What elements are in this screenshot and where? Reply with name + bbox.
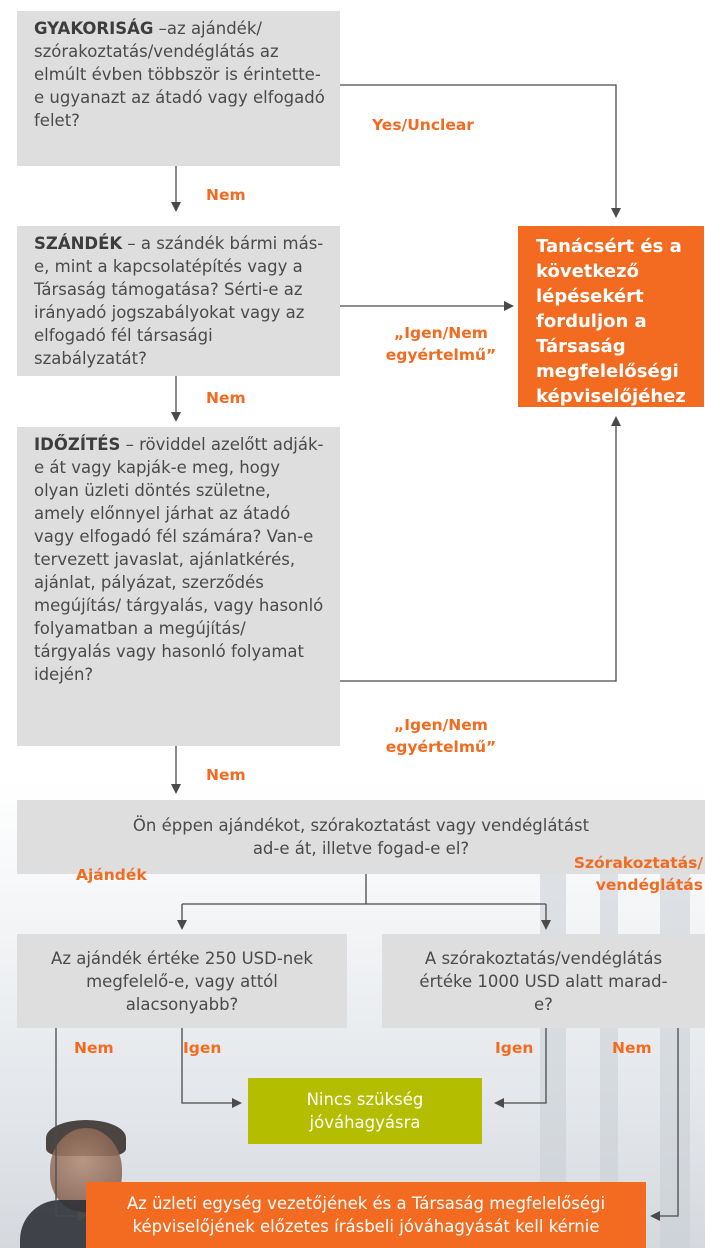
frequency-question-box: GYAKORISÁG –az ajándék/ szórakoztatás/ve…	[17, 11, 340, 166]
timing-text: – röviddel azelőtt adják-e át vagy kapjá…	[34, 435, 324, 684]
connector-entertainment-no-approval	[494, 1028, 547, 1108]
timing-keyword: IDŐZÍTÉS	[34, 435, 121, 454]
label-entertainment: Szórakoztatás/ vendéglátás	[555, 852, 703, 896]
prior-approval-box: Az üzleti egység vezetőjének és a Társas…	[86, 1182, 646, 1248]
connector-gift-no-approval	[181, 1028, 242, 1108]
label-yes-no-unclear-2: „Igen/Nem egyértelmű”	[372, 714, 510, 758]
label-gift: Ajándék	[76, 866, 147, 884]
intent-keyword: SZÁNDÉK	[34, 234, 123, 253]
frequency-text: –az ajándék/ szórakoztatás/vendéglátás a…	[34, 19, 325, 130]
label-entertainment-line2: vendéglátás	[595, 876, 703, 894]
gift-value-text: Az ajándék értéke 250 USD-nek megfelelő-…	[51, 948, 313, 1014]
connector-entertainment-prior-approval	[650, 1028, 679, 1221]
label-no-1: Nem	[206, 186, 246, 204]
background-column	[660, 850, 690, 1248]
label-yes-no-unclear-2-line2: egyértelmű”	[385, 738, 497, 756]
label-yes-no-unclear-1-line2: egyértelmű”	[385, 346, 497, 364]
no-approval-text: Nincs szükség jóváhagyásra	[306, 1090, 424, 1132]
label-no-right: Nem	[612, 1039, 652, 1057]
give-or-take-text: Ön éppen ajándékot, szórakoztatást vagy …	[132, 816, 590, 858]
advisor-box: Tanácsért és a következő lépésekért ford…	[518, 226, 704, 407]
timing-question-box: IDŐZÍTÉS – röviddel azelőtt adják-e át v…	[17, 427, 340, 746]
advisor-text: Tanácsért és a következő lépésekért ford…	[536, 236, 686, 407]
label-yes-left: Igen	[183, 1039, 222, 1057]
label-yes-no-unclear-2-line1: „Igen/Nem	[394, 716, 488, 734]
no-approval-box: Nincs szükség jóváhagyásra	[248, 1078, 482, 1144]
label-no-2: Nem	[206, 389, 246, 407]
label-entertainment-line1: Szórakoztatás/	[573, 854, 703, 872]
label-yes-no-unclear-1: „Igen/Nem egyértelmű”	[372, 322, 510, 366]
frequency-keyword: GYAKORISÁG	[34, 19, 154, 38]
intent-text: – a szándék bármi más-e, mint a kapcsola…	[34, 234, 324, 368]
prior-approval-text: Az üzleti egység vezetőjének és a Társas…	[126, 1194, 606, 1236]
entertainment-value-text: A szórakoztatás/vendéglátás értéke 1000 …	[419, 948, 668, 1014]
label-yes-unclear: Yes/Unclear	[372, 116, 474, 134]
give-or-take-box: Ön éppen ajándékot, szórakoztatást vagy …	[17, 800, 705, 874]
label-yes-right: Igen	[495, 1039, 534, 1057]
intent-question-box: SZÁNDÉK – a szándék bármi más-e, mint a …	[17, 226, 340, 376]
label-no-3: Nem	[206, 766, 246, 784]
label-yes-no-unclear-1-line1: „Igen/Nem	[394, 324, 488, 342]
entertainment-value-box: A szórakoztatás/vendéglátás értéke 1000 …	[382, 934, 705, 1028]
gift-value-box: Az ajándék értéke 250 USD-nek megfelelő-…	[17, 934, 347, 1028]
connector-timing-advisor	[340, 416, 621, 682]
connector-frequency-advisor	[340, 84, 621, 218]
label-no-left: Nem	[74, 1039, 114, 1057]
connector-gift-prior-approval	[55, 1028, 88, 1221]
